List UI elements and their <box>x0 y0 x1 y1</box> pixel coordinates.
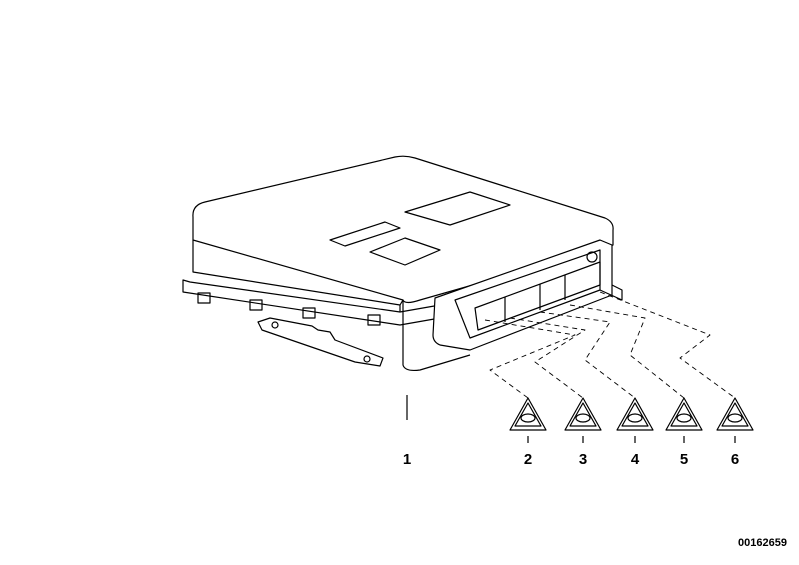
warning-symbols <box>509 397 754 443</box>
part-label-3: 3 <box>578 451 588 468</box>
warning-triangle-icon <box>716 397 754 443</box>
warning-triangle-icon <box>616 397 654 443</box>
part-label-2: 2 <box>523 451 533 468</box>
part-label-6: 6 <box>730 451 740 468</box>
control-unit-housing <box>182 155 623 372</box>
part-label-4: 4 <box>630 451 640 468</box>
warning-triangle-icon <box>509 397 547 443</box>
warning-triangle-icon <box>665 397 703 443</box>
callout-lines <box>484 291 736 399</box>
part-label-5: 5 <box>679 451 689 468</box>
diagram-number: 00162659 <box>738 537 787 549</box>
warning-triangle-icon <box>564 397 602 443</box>
part-label-1: 1 <box>402 451 412 468</box>
